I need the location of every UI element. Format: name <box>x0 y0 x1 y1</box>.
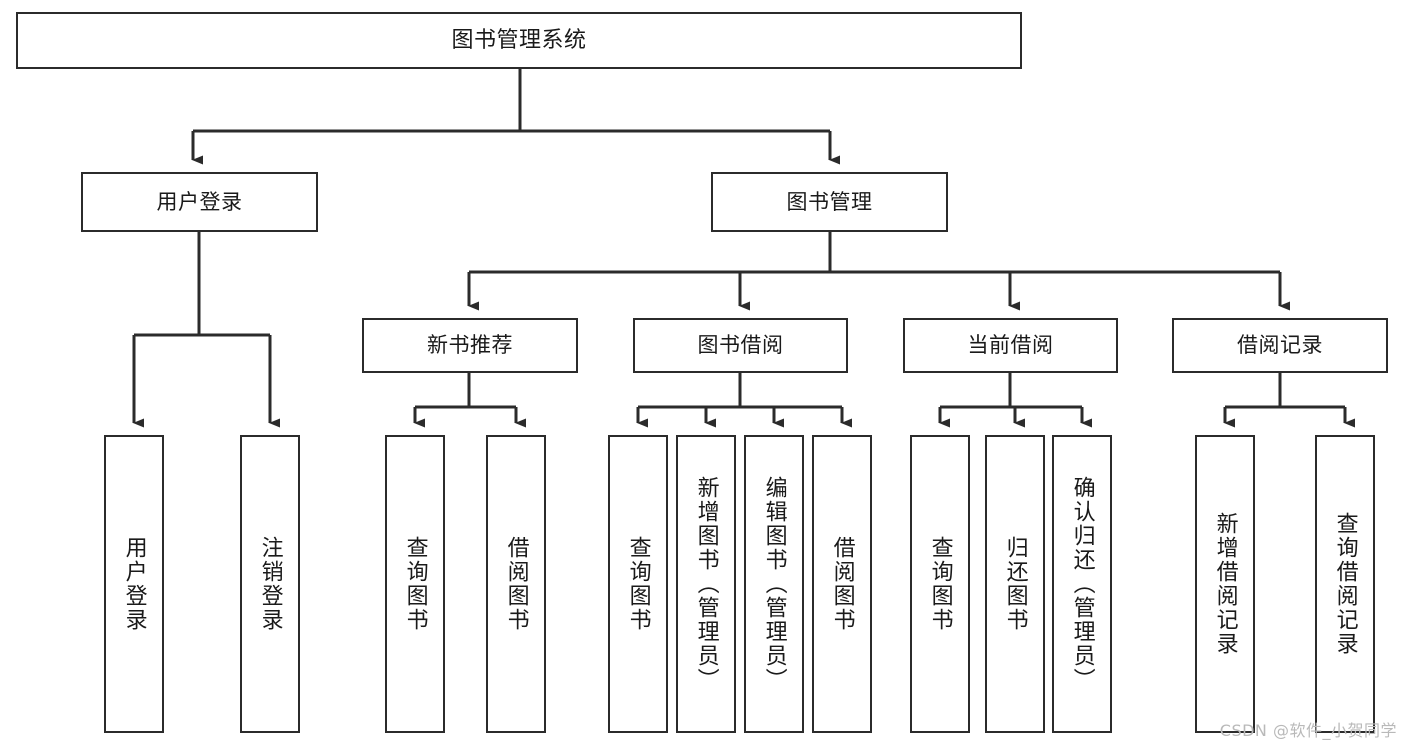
node-leaf-borrow-book[interactable]: 借阅图书 <box>812 435 872 733</box>
node-leaf-query-book-recommend-label: 查询图书 <box>402 536 428 632</box>
node-leaf-add-book[interactable]: 新增图书（管理员） <box>676 435 736 733</box>
node-book-borrow-label: 图书借阅 <box>697 333 784 358</box>
node-root[interactable]: 图书管理系统 <box>16 12 1022 69</box>
node-leaf-add-borrow-record[interactable]: 新增借阅记录 <box>1195 435 1255 733</box>
node-leaf-query-book-borrow-label: 查询图书 <box>625 536 651 632</box>
node-leaf-query-book-borrow[interactable]: 查询图书 <box>608 435 668 733</box>
node-user-login-label: 用户登录 <box>156 189 243 214</box>
node-leaf-edit-book[interactable]: 编辑图书（管理员） <box>744 435 804 733</box>
node-leaf-confirm-return-label: 确认归还（管理员） <box>1069 476 1095 692</box>
node-leaf-add-borrow-record-label: 新增借阅记录 <box>1212 512 1238 656</box>
node-leaf-query-book-recommend[interactable]: 查询图书 <box>385 435 445 733</box>
node-borrow-record-label: 借阅记录 <box>1237 333 1323 358</box>
node-borrow-record[interactable]: 借阅记录 <box>1172 318 1388 373</box>
node-book-manage-label: 图书管理 <box>786 189 873 214</box>
node-book-borrow[interactable]: 图书借阅 <box>633 318 848 373</box>
node-leaf-borrow-book-recommend-label: 借阅图书 <box>503 536 529 632</box>
node-leaf-borrow-book-label: 借阅图书 <box>829 536 855 632</box>
node-leaf-logout-label: 注销登录 <box>257 536 283 632</box>
node-leaf-logout[interactable]: 注销登录 <box>240 435 300 733</box>
node-leaf-query-book-current-label: 查询图书 <box>927 536 953 632</box>
node-book-manage[interactable]: 图书管理 <box>711 172 948 232</box>
node-leaf-confirm-return[interactable]: 确认归还（管理员） <box>1052 435 1112 733</box>
node-current-borrow[interactable]: 当前借阅 <box>903 318 1118 373</box>
node-leaf-query-book-current[interactable]: 查询图书 <box>910 435 970 733</box>
node-leaf-borrow-book-recommend[interactable]: 借阅图书 <box>486 435 546 733</box>
node-current-borrow-label: 当前借阅 <box>967 333 1054 358</box>
node-leaf-return-book-label: 归还图书 <box>1002 536 1028 632</box>
node-leaf-add-book-label: 新增图书（管理员） <box>693 476 719 692</box>
node-new-book-recommend-label: 新书推荐 <box>427 333 513 358</box>
node-leaf-user-login[interactable]: 用户登录 <box>104 435 164 733</box>
node-root-label: 图书管理系统 <box>451 27 587 53</box>
node-new-book-recommend[interactable]: 新书推荐 <box>362 318 578 373</box>
node-leaf-query-borrow-record[interactable]: 查询借阅记录 <box>1315 435 1375 733</box>
watermark: CSDN @软件_小贺同学 <box>1219 721 1397 740</box>
node-user-login[interactable]: 用户登录 <box>81 172 318 232</box>
node-leaf-return-book[interactable]: 归还图书 <box>985 435 1045 733</box>
node-leaf-query-borrow-record-label: 查询借阅记录 <box>1332 512 1358 656</box>
node-leaf-user-login-label: 用户登录 <box>121 536 147 632</box>
node-leaf-edit-book-label: 编辑图书（管理员） <box>761 476 787 692</box>
